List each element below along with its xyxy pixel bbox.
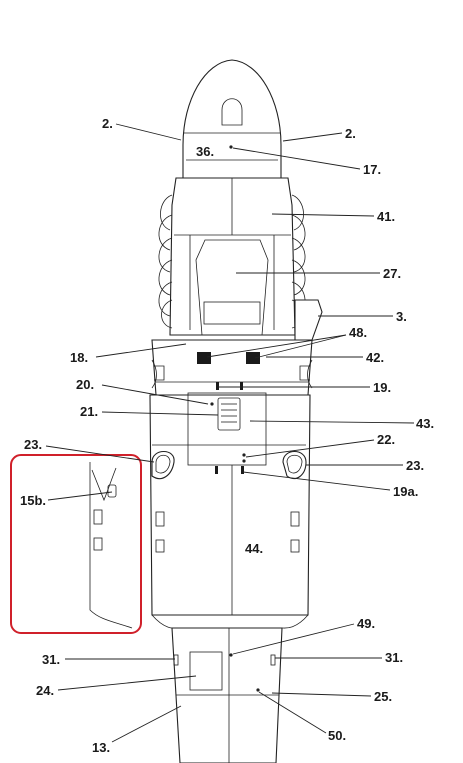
label-25: 25.	[374, 689, 392, 704]
label-48: 48.	[349, 325, 367, 340]
callout-labels: 2. 2. 36. 17. 41. 27. 3. 48. 18. 42. 20.…	[20, 116, 434, 755]
label-31-left: 31.	[42, 652, 60, 667]
label-31-right: 31.	[385, 650, 403, 665]
label-2-right: 2.	[345, 126, 356, 141]
label-23-left: 23.	[24, 437, 42, 452]
rear-fuselage	[151, 614, 309, 763]
label-44: 44.	[245, 541, 263, 556]
main-fuselage	[149, 382, 311, 616]
label-22: 22.	[377, 432, 395, 447]
engine-cowling	[169, 177, 296, 336]
label-19: 19.	[373, 380, 391, 395]
label-3: 3.	[396, 309, 407, 324]
label-24: 24.	[36, 683, 54, 698]
label-13: 13.	[92, 740, 110, 755]
nose-cone	[182, 59, 282, 179]
leader-lines	[45, 123, 415, 743]
label-27: 27.	[383, 266, 401, 281]
alt-panel-15b	[89, 462, 133, 629]
label-36: 36.	[196, 144, 214, 159]
label-49: 49.	[357, 616, 375, 631]
label-20: 20.	[76, 377, 94, 392]
label-42: 42.	[366, 350, 384, 365]
intake-scoop	[294, 299, 323, 341]
label-18: 18.	[70, 350, 88, 365]
label-23-right: 23.	[406, 458, 424, 473]
label-21: 21.	[80, 404, 98, 419]
label-15b: 15b.	[20, 493, 46, 508]
exhaust-stacks-left	[158, 194, 173, 329]
label-50: 50.	[328, 728, 346, 743]
label-43: 43.	[416, 416, 434, 431]
label-19a: 19a.	[393, 484, 418, 499]
highlight-box	[10, 454, 142, 634]
label-2-left: 2.	[102, 116, 113, 131]
label-17: 17.	[363, 162, 381, 177]
label-41: 41.	[377, 209, 395, 224]
